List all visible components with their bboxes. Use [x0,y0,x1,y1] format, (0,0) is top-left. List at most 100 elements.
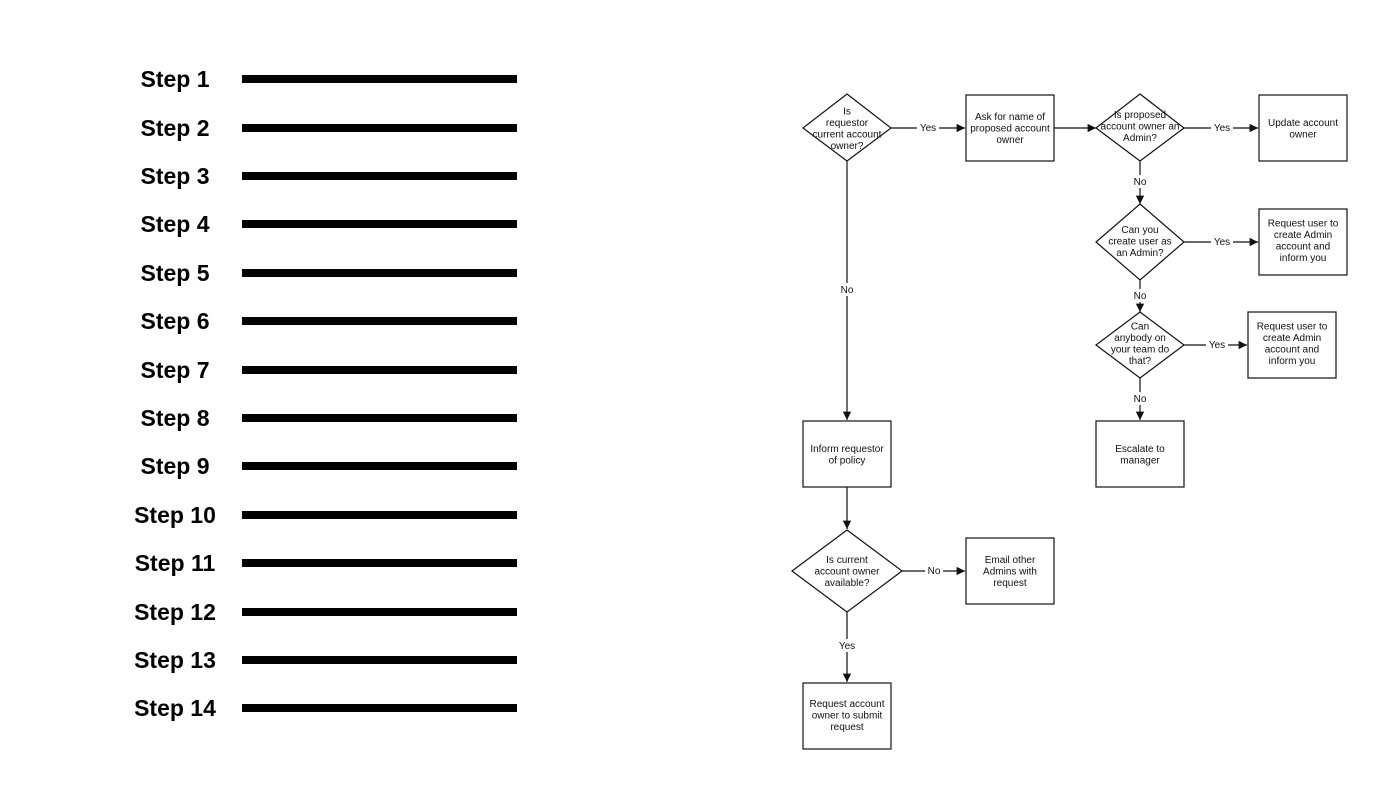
edge-label-yes: Yes [839,641,855,652]
step-row: Step 13 [0,645,560,675]
step-label: Step 8 [140,405,210,431]
box-email-other-admins [965,537,1055,605]
step-row: Step 5 [0,258,560,288]
node-text-line: Can you [1121,225,1158,236]
step-row: Step 9 [0,451,560,481]
step-label: Step 3 [140,163,210,189]
node-text-line: account owner an [1101,122,1180,133]
decision-create-user-admin [1095,203,1185,281]
decision-proposed-owner-admin [1095,93,1185,162]
step-label: Step 9 [140,453,210,479]
node-text-line: manager [1120,455,1160,466]
step-row: Step 14 [0,693,560,723]
step-label: Step 4 [140,211,210,237]
step-row: Step 7 [0,355,560,385]
step-line [242,559,517,567]
node-text-line: that? [1129,356,1152,367]
step-label: Step 5 [140,260,210,286]
node-text-line: of policy [829,455,866,466]
step-line [242,704,517,712]
node-text-line: create Admin [1274,230,1332,241]
steps-list: Step 1 Step 2 Step 3 Step 4 Step 5 Step 6 Step… [0,0,560,788]
box-request-user-create-admin-1 [1258,208,1348,276]
edge-label-yes: Yes [1214,237,1230,248]
step-label: Step 10 [134,502,216,528]
node-text-line: Can [1131,321,1149,332]
step-row: Step 3 [0,161,560,191]
node-text-line: account owner [814,567,880,578]
step-row: Step 12 [0,597,560,627]
box-update-account-owner [1258,94,1348,162]
edge-label-no: No [841,285,854,296]
node-text-line: account and [1265,344,1320,355]
box-request-user-create-admin-2 [1247,311,1337,379]
node-text-line: Request account [809,699,884,710]
step-label: Step 7 [140,357,210,383]
decision-requestor-current-owner [802,93,892,162]
node-text-line: create Admin [1263,333,1321,344]
step-row: Step 8 [0,403,560,433]
step-line [242,414,517,422]
node-text-line: anybody on [1114,333,1166,344]
step-line [242,366,517,374]
node-text-line: current account [813,129,882,140]
step-line [242,317,517,325]
step-line [242,75,517,83]
node-text-line: your team do [1111,344,1170,355]
node-text-line: requestor [826,118,869,129]
step-row: Step 2 [0,113,560,143]
edge-label-no: No [1134,177,1147,188]
step-label: Step 2 [140,115,210,141]
node-text-line: Is current [826,555,868,566]
node-text-line: owner? [831,141,864,152]
step-line [242,608,517,616]
step-line [242,511,517,519]
step-row: Step 10 [0,500,560,530]
node-text-line: inform you [1280,253,1327,264]
node-text-line: Inform requestor [810,444,884,455]
step-line [242,172,517,180]
node-text-line: Is [843,106,851,117]
step-line [242,220,517,228]
node-text-line: an Admin? [1116,248,1164,259]
node-text-line: account and [1276,241,1331,252]
step-line [242,269,517,277]
edge-label-yes: Yes [920,123,936,134]
node-text-line: Admins with [983,567,1037,578]
edge-label-yes: Yes [1214,123,1230,134]
node-text-line: Update account [1268,118,1338,129]
step-label: Step 6 [140,308,210,334]
box-ask-proposed-owner [965,94,1055,162]
node-text-line: Request user to [1257,321,1328,332]
node-text-line: request [993,578,1027,589]
step-row: Step 11 [0,548,560,578]
step-label: Step 11 [134,550,216,576]
step-row: Step 1 [0,64,560,94]
node-text-line: Ask for name of [975,112,1045,123]
step-label: Step 14 [134,695,216,721]
decision-team-do-that [1095,311,1185,379]
step-row: Step 6 [0,306,560,336]
node-text-line: request [830,722,864,733]
step-label: Step 12 [134,599,216,625]
edge-label-no: No [1134,291,1147,302]
box-inform-requestor-policy [802,420,892,488]
decision-current-owner-available [790,529,904,613]
box-request-owner-submit [802,682,892,750]
node-text-line: create user as [1108,237,1171,248]
edge-label-no: No [1134,394,1147,405]
node-text-line: Email other [985,555,1036,566]
node-text-line: owner [996,135,1024,146]
step-line [242,656,517,664]
